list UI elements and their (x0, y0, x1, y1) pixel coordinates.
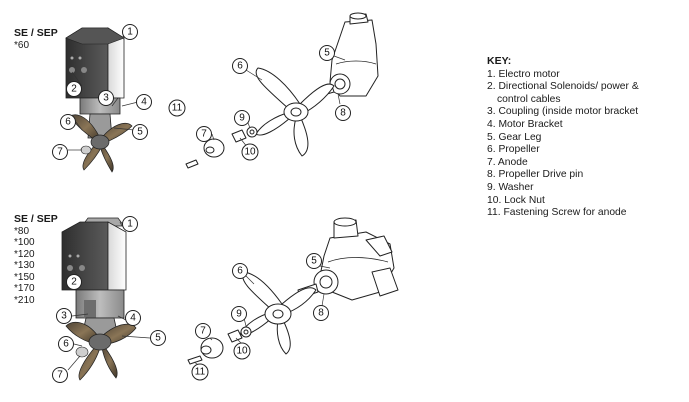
svg-text:1: 1 (127, 219, 133, 230)
model-size: *210 (14, 294, 35, 306)
callout-7: 7 (195, 323, 211, 339)
callout-1: 1 (122, 24, 138, 40)
key-legend: KEY: 1. Electro motor 2. Directional Sol… (487, 55, 683, 220)
svg-text:3: 3 (103, 93, 109, 104)
assembled-thruster-large (61, 217, 137, 381)
callout-7: 7 (52, 367, 68, 383)
assembled-thruster-small (65, 27, 133, 173)
model-size: *80 (14, 225, 30, 237)
model-label-top: SE / SEP *60 (14, 27, 58, 51)
callout-2: 2 (66, 274, 82, 290)
svg-text:11: 11 (172, 103, 183, 114)
exploded-view-small (185, 12, 379, 169)
key-item: 5. Gear Leg (487, 131, 542, 143)
callout-3: 3 (56, 308, 72, 324)
callout-11: 11 (191, 363, 209, 381)
callout-5: 5 (150, 330, 166, 346)
key-item: 4. Motor Bracket (487, 118, 563, 130)
svg-text:5: 5 (155, 333, 161, 344)
model-size: *60 (14, 39, 30, 51)
callout-6: 6 (58, 336, 74, 352)
callout-6: 6 (60, 114, 76, 130)
key-item: 10. Lock Nut (487, 194, 545, 206)
callout-6: 6 (232, 58, 248, 74)
key-item: 11. Fastening Screw for anode (487, 207, 627, 219)
key-title: KEY: (487, 55, 512, 67)
model-title: SE / SEP (14, 213, 58, 225)
svg-text:10: 10 (236, 346, 248, 357)
svg-text:7: 7 (57, 370, 63, 381)
key-item: 3. Coupling (inside motor bracket (487, 106, 639, 118)
model-size: *100 (14, 237, 35, 248)
model-title: SE / SEP (14, 27, 58, 39)
svg-text:9: 9 (236, 309, 242, 320)
key-item: 1. Electro motor (487, 68, 560, 80)
callout-9: 9 (231, 306, 247, 322)
svg-text:9: 9 (239, 113, 245, 124)
svg-text:11: 11 (195, 367, 206, 378)
model-size: *150 (14, 271, 35, 283)
callout-5: 5 (306, 253, 322, 269)
svg-text:4: 4 (141, 97, 147, 108)
model-size: *170 (14, 283, 35, 294)
key-item: 9. Washer (487, 181, 534, 193)
callout-5: 5 (319, 45, 335, 61)
callout-9: 9 (234, 110, 250, 126)
svg-text:2: 2 (71, 277, 77, 288)
callout-8: 8 (335, 105, 351, 121)
callout-10: 10 (241, 143, 259, 161)
exploded-view-large (187, 217, 399, 365)
svg-text:7: 7 (57, 147, 63, 158)
svg-text:2: 2 (71, 84, 77, 95)
svg-text:5: 5 (137, 127, 143, 138)
svg-text:7: 7 (200, 326, 206, 337)
model-label-bottom: SE / SEP *80 *100 *120 *130 *150 *170 *2… (14, 213, 58, 306)
model-size: *130 (14, 260, 35, 271)
svg-text:7: 7 (201, 129, 207, 140)
callout-11: 11 (168, 99, 186, 117)
callout-4: 4 (136, 94, 152, 110)
callout-3: 3 (98, 90, 114, 106)
svg-text:6: 6 (237, 266, 243, 277)
svg-text:1: 1 (127, 27, 133, 38)
svg-text:8: 8 (340, 108, 346, 119)
svg-text:6: 6 (65, 117, 71, 128)
svg-text:6: 6 (237, 61, 243, 72)
svg-text:6: 6 (63, 339, 69, 350)
callout-5: 5 (132, 124, 148, 140)
callout-10: 10 (233, 342, 251, 360)
callout-1: 1 (122, 216, 138, 232)
key-item: 6. Propeller (487, 144, 540, 156)
callout-2: 2 (66, 81, 82, 97)
model-size: *120 (14, 248, 35, 260)
svg-text:5: 5 (311, 256, 317, 267)
svg-text:3: 3 (61, 311, 67, 322)
svg-text:8: 8 (318, 308, 324, 319)
callout-8: 8 (313, 305, 329, 321)
svg-text:10: 10 (244, 147, 256, 158)
callout-7: 7 (52, 144, 68, 160)
callout-7: 7 (196, 126, 212, 142)
key-item: 7. Anode (487, 156, 528, 168)
key-item: 2. Directional Solenoids/ power &control… (487, 81, 639, 105)
svg-text:4: 4 (130, 313, 136, 324)
callout-4: 4 (125, 310, 141, 326)
svg-text:5: 5 (324, 48, 330, 59)
key-item: 8. Propeller Drive pin (487, 169, 584, 181)
callout-6: 6 (232, 263, 248, 279)
